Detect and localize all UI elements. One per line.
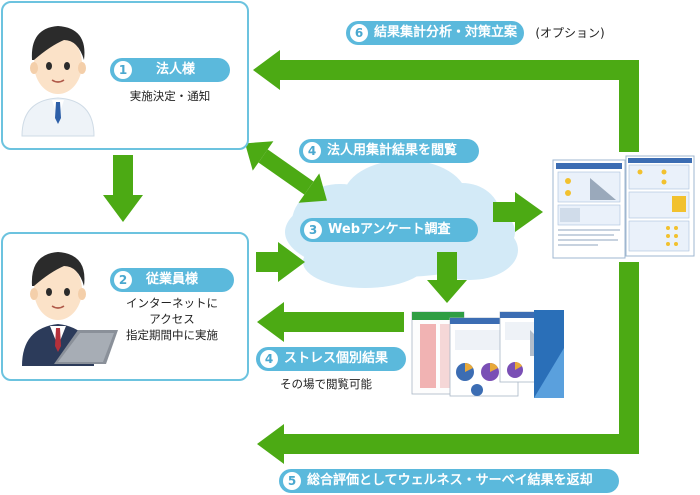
corporate-report-illustration [552, 155, 695, 259]
step4a-label: 4 法人用集計結果を閲覧 [299, 139, 479, 163]
step2-label: 2 従業員様 [110, 268, 234, 292]
step-number: 5 [283, 472, 301, 490]
stress-results-illustration [411, 310, 564, 398]
step-number: 3 [304, 221, 322, 239]
step-number: 2 [114, 271, 132, 289]
step-title: 結果集計分析・対策立案 [374, 25, 518, 40]
step-title: 従業員様 [146, 272, 199, 287]
arrow-step4b [257, 302, 404, 342]
arrow-down-left [103, 155, 143, 222]
arrow-survey-down [427, 252, 467, 303]
arrow-step4a-diagonal [245, 141, 327, 203]
step-number: 4 [260, 350, 278, 368]
step2-description: インターネットに アクセス 指定期間中に実施 [106, 295, 238, 343]
arrow-employee-to-survey [256, 242, 305, 282]
step4b-description: その場で閲覧可能 [280, 377, 372, 391]
step-title: Webアンケート調査 [328, 222, 451, 237]
step5-label: 5 総合評価としてウェルネス・サーベイ結果を返却 [279, 469, 619, 493]
step1-label: 1 法人様 [110, 58, 230, 82]
description-line: インターネットに [126, 296, 218, 310]
step-number: 6 [350, 24, 368, 42]
arrow-step5 [257, 262, 639, 464]
step-title: 法人用集計結果を閲覧 [327, 143, 458, 158]
step6-option-note: (オプション) [535, 26, 605, 40]
step4b-label: 4 ストレス個別結果 [256, 347, 406, 371]
step-title: 総合評価としてウェルネス・サーベイ結果を返却 [307, 473, 593, 488]
description-line: アクセス [149, 312, 195, 326]
step-title: 法人様 [156, 62, 196, 77]
step-number: 4 [303, 142, 321, 160]
step3-label: 3 Webアンケート調査 [300, 218, 478, 242]
step-title: ストレス個別結果 [284, 351, 389, 366]
arrow-step6 [253, 50, 639, 152]
description-line: 指定期間中に実施 [126, 328, 218, 342]
cloud-shape [285, 160, 518, 288]
step-number: 1 [114, 61, 132, 79]
arrow-to-report [493, 192, 543, 232]
step6-label: 6 結果集計分析・対策立案 [346, 21, 524, 45]
step1-description: 実施決定・通知 [129, 89, 211, 103]
